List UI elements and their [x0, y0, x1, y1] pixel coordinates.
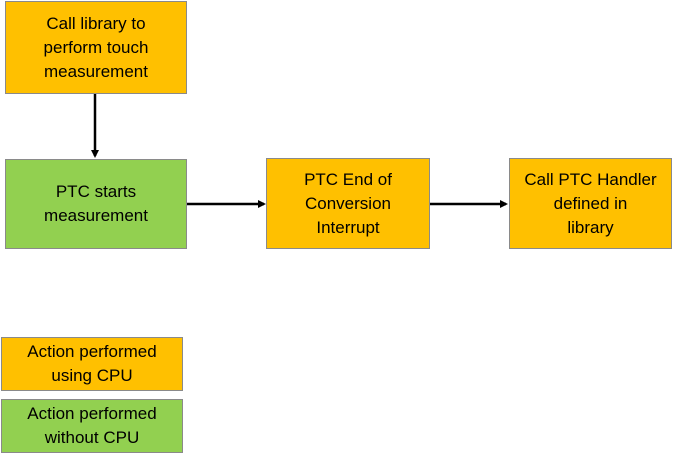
legend-cpu-box: Action performed using CPU [1, 337, 183, 391]
call-library-box: Call library to perform touch measuremen… [5, 1, 187, 94]
ptc-eoc-interrupt-box: PTC End of Conversion Interrupt [266, 158, 430, 249]
ptc-starts-box: PTC starts measurement [5, 159, 187, 249]
legend-no-cpu-box: Action performed without CPU [1, 399, 183, 453]
call-handler-box: Call PTC Handler defined in library [509, 158, 672, 249]
